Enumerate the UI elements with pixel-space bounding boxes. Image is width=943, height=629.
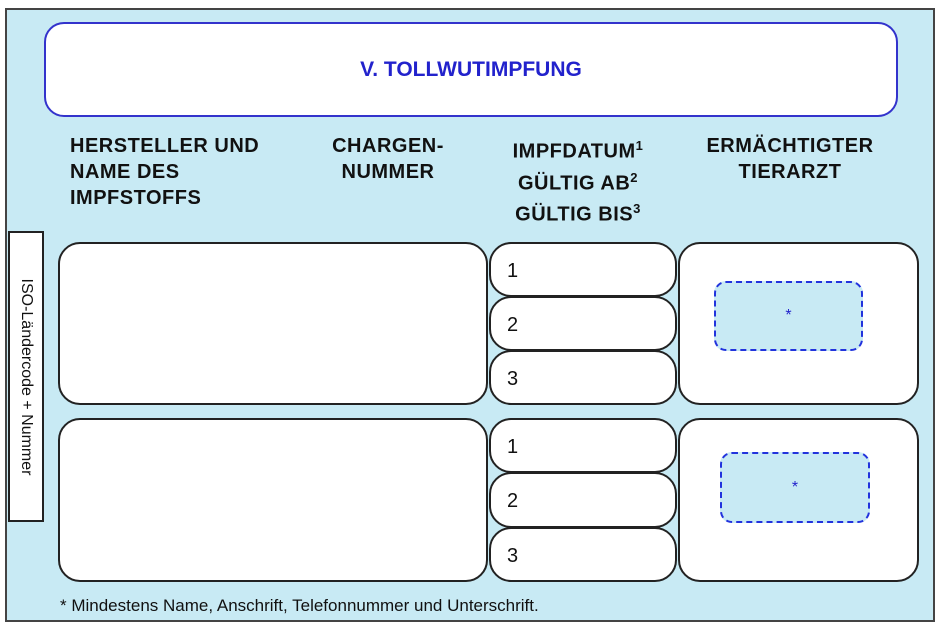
header-line: NUMMER (341, 161, 435, 183)
header-line: GÜLTIG AB2 (488, 165, 668, 197)
header-batch: CHARGEN- NUMMER (318, 133, 458, 185)
header-vet: ERMÄCHTIGTER TIERARZT (680, 133, 900, 185)
header-line: NAME DES (70, 161, 180, 183)
footnote: * Mindestens Name, Anschrift, Telefonnum… (60, 596, 539, 615)
date-number: 3 (507, 368, 519, 390)
footnote-ref: 1 (635, 138, 644, 153)
header-line: TIERARZT (738, 161, 842, 183)
iso-code-field[interactable]: ISO-Ländercode + Nummer (8, 231, 44, 522)
date-number: 1 (507, 436, 519, 458)
header-line: HERSTELLER UND (70, 135, 260, 157)
header-manufacturer: HERSTELLER UND NAME DES IMPFSTOFFS (70, 133, 259, 211)
header-line: IMPFDATUM1 (488, 133, 668, 165)
date-number: 2 (507, 490, 519, 512)
footnote-ref: 3 (633, 201, 641, 217)
header-dates: IMPFDATUM1 GÜLTIG AB2 GÜLTIG BIS3 (488, 133, 668, 228)
date-field-1-1[interactable]: 1 (489, 242, 677, 297)
header-line: GÜLTIG BIS3 (488, 196, 668, 228)
vaccine-batch-field-2[interactable] (58, 418, 488, 582)
header-text: GÜLTIG BIS (515, 203, 634, 226)
vaccine-batch-field-1[interactable] (58, 242, 488, 405)
stamp-mark: * (791, 478, 799, 496)
stamp-mark: * (785, 307, 792, 324)
header-line: ERMÄCHTIGTER (706, 135, 874, 157)
date-field-2-1[interactable]: 1 (489, 418, 677, 473)
date-number: 3 (507, 545, 519, 567)
date-number: 1 (507, 260, 519, 282)
title-text: V. TOLLWUTIMPFUNG (360, 57, 582, 81)
date-field-1-3[interactable]: 3 (489, 350, 677, 405)
header-text: IMPFDATUM (512, 140, 636, 163)
date-field-2-3[interactable]: 3 (489, 527, 677, 582)
header-text: GÜLTIG AB (518, 172, 631, 195)
form-title: V. TOLLWUTIMPFUNG (44, 22, 898, 117)
footnote-ref: 2 (630, 169, 638, 185)
date-field-2-2[interactable]: 2 (489, 472, 677, 528)
header-line: IMPFSTOFFS (70, 187, 202, 209)
iso-code-label: ISO-Ländercode + Nummer (18, 278, 35, 475)
vet-stamp-area-2[interactable]: * (720, 452, 870, 523)
date-field-1-2[interactable]: 2 (489, 296, 677, 351)
header-line: CHARGEN- (332, 135, 444, 157)
date-number: 2 (507, 314, 519, 336)
vet-stamp-area-1[interactable]: * (714, 281, 863, 351)
